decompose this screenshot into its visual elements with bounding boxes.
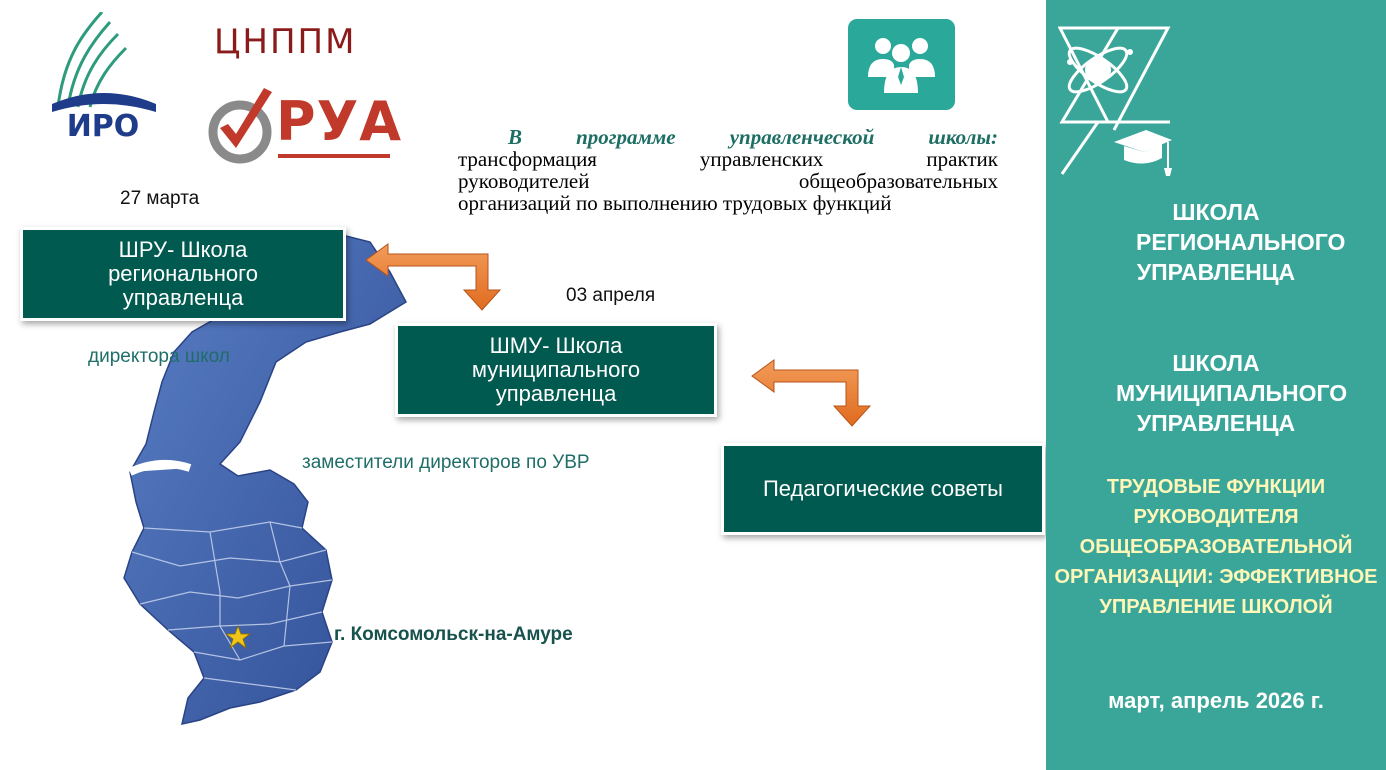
cnppm-logo: ЦНППМ (214, 22, 357, 62)
pedsovety-box-label: Педагогические советы (762, 476, 1003, 501)
date-shmu: 03 апреля (566, 285, 656, 306)
rua-logo-text: РУА (276, 90, 403, 153)
city-label: г. Комсомольск-на-Амуре (334, 624, 573, 645)
arrow-shmu-to-pedsovety (751, 359, 872, 427)
panel-title-regional-text: ШКОЛА РЕГИОНАЛЬНОГО УПРАВЛЕНЦА (1136, 199, 1346, 285)
program-intro: В программе управленческой школы: трансф… (458, 126, 998, 214)
panel-title-municipal-text: ШКОЛА МУНИЦИПАЛЬНОГО УПРАВЛЕНЦА (1116, 350, 1348, 436)
pedsovety-box: Педагогические советы (724, 446, 1042, 532)
panel-subtitle-text: ТРУДОВЫЕ ФУНКЦИИ РУКОВОДИТЕЛЯ ОБЩЕОБРАЗО… (1054, 476, 1378, 618)
arrow-shru-to-shmu (365, 243, 502, 311)
shmu-box-label: ШМУ- Школа муниципального управленца (471, 333, 641, 406)
audience-deputies: заместители директоров по УВР (302, 452, 590, 473)
shru-box-label: ШРУ- Школа регионального управленца (108, 237, 258, 310)
atom-graduation-icon (1058, 26, 1172, 176)
region-map (123, 232, 407, 725)
shru-box: ШРУ- Школа регионального управленца (23, 230, 343, 318)
audience-directors: директора школ (88, 346, 230, 367)
panel-title-regional: ШКОЛА РЕГИОНАЛЬНОГО УПРАВЛЕНЦА (1046, 197, 1386, 287)
people-group-icon (868, 38, 935, 93)
iro-logo: ИРО (52, 12, 156, 140)
program-intro-line: руководителей общеобразовательных (458, 169, 998, 193)
city-marker-icon (224, 624, 252, 650)
panel-subtitle: ТРУДОВЫЕ ФУНКЦИИ РУКОВОДИТЕЛЯ ОБЩЕОБРАЗО… (1046, 472, 1386, 622)
rua-underline (278, 154, 390, 158)
rua-logo: РУА (206, 82, 401, 174)
date-shru: 27 марта (120, 188, 200, 209)
flow-arrows (365, 243, 872, 427)
program-intro-lead: В программе управленческой школы: (508, 125, 998, 149)
right-panel (1046, 0, 1386, 770)
program-intro-line: организаций по выполнению трудовых функц… (458, 191, 892, 215)
checkmark-circle-icon (208, 88, 272, 164)
panel-title-municipal: ШКОЛА МУНИЦИПАЛЬНОГО УПРАВЛЕНЦА (1046, 348, 1386, 438)
iro-logo-text: ИРО (67, 109, 140, 140)
panel-date: март, апрель 2026 г. (1108, 688, 1324, 713)
people-group-tile (848, 19, 955, 110)
shmu-box: ШМУ- Школа муниципального управленца (398, 326, 714, 414)
program-intro-line: трансформация управленских практик (458, 147, 998, 171)
